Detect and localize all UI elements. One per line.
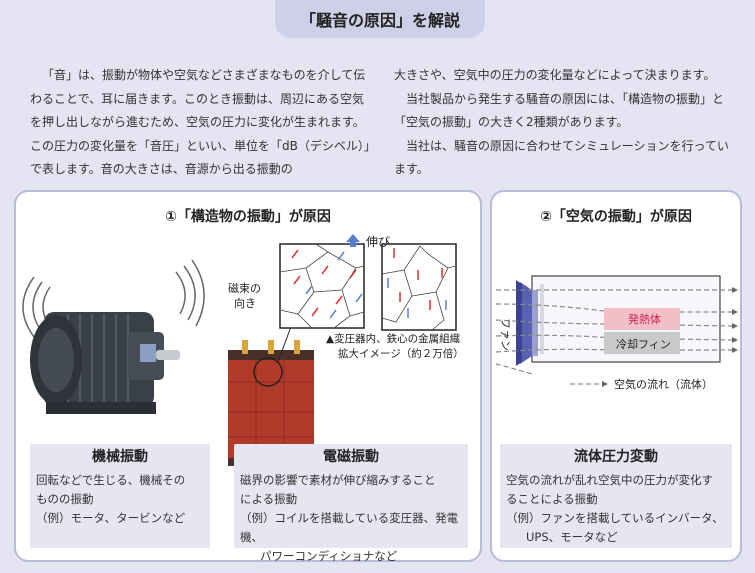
- electromagnetic-vibration-example-1: （例）コイルを搭載している変圧器、発電機、: [240, 511, 459, 544]
- heat-source-label: 発熱体: [628, 312, 661, 326]
- electromagnetic-vibration-card: 電磁振動 磁界の影響で素材が伸び縮みすること による振動 （例）コイルを搭載して…: [234, 444, 468, 563]
- panel2-title: ②「空気の振動」が原因: [540, 209, 692, 225]
- micrograph-caption-line1: ▲変圧器内、鉄心の金属組織: [326, 332, 461, 345]
- panel1-title: ①「構造物の振動」が原因: [165, 209, 331, 225]
- flow-legend-arrowhead: [602, 381, 608, 387]
- mechanical-vibration-desc-1: 回転などで生じる、機械その: [36, 473, 186, 487]
- intro-right-text-2: 当社製品から発生する騒音の原因には、「構造物の振動」と「空気の振動」の大きく2種…: [394, 91, 725, 130]
- electromagnetic-vibration-title: 電磁振動: [323, 449, 379, 465]
- motor-image: [30, 312, 180, 414]
- fluid-pressure-title: 流体圧力変動: [574, 449, 658, 465]
- stretch-arrow-icon: [346, 234, 360, 247]
- electromagnetic-vibration-desc-2: による振動: [240, 492, 298, 506]
- fan-icon: [516, 280, 538, 366]
- fan-label: ファン: [499, 318, 512, 351]
- flux-label-line2: 向き: [234, 296, 256, 310]
- fluid-pressure-example-1: （例）ファンを搭載しているインバータ、: [506, 511, 724, 525]
- heat-source-block: [604, 308, 680, 330]
- air-flow-illustration: 発熱体 冷却フィン ファン 空気の流れ（流体）: [495, 275, 738, 391]
- mechanical-vibration-card: 機械振動 回転などで生じる、機械その ものの振動 （例）モータ、タービンなど: [30, 444, 210, 548]
- fluid-pressure-desc-2: ることによる振動: [506, 492, 598, 506]
- flux-label-line1: 磁束の: [228, 282, 261, 295]
- cooling-fin-block: [604, 332, 680, 354]
- flow-arrowheads: [732, 287, 738, 353]
- flow-legend-label: 空気の流れ（流体）: [614, 377, 713, 391]
- electromagnetic-vibration-desc-1: 磁界の影響で素材が伸び縮みすること: [240, 473, 436, 487]
- fluid-pressure-example-2: UPS、モータなど: [526, 530, 618, 544]
- mechanical-vibration-example: （例）モータ、タービンなど: [36, 511, 186, 525]
- metal-grain-image-2: [381, 243, 457, 331]
- page-title: 「騒音の原因」を解説: [275, 0, 485, 38]
- micrograph-caption-line2: 拡大イメージ（約２万倍）: [338, 347, 464, 360]
- air-vibration-panel: ②「空気の振動」が原因 発熱体 冷却フィン ファン 空気の流れ（: [490, 190, 742, 562]
- intro-right-text-3: 当社は、騒音の原因に合わせてシミュレーションを行っています。: [394, 138, 729, 177]
- electromagnetic-vibration-example-2: パワーコンディショナなど: [260, 549, 398, 563]
- fluid-pressure-card: 流体圧力変動 空気の流れが乱れ空気中の圧力が変化す ることによる振動 （例）ファ…: [500, 444, 732, 548]
- cooling-fin-label: 冷却フィン: [616, 338, 671, 351]
- mechanical-vibration-desc-2: ものの振動: [36, 492, 94, 506]
- intro-left-text: 「音」は、振動が物体や空気などさまざまなものを介して伝わることで、耳に届きます。…: [30, 68, 370, 176]
- metal-grain-image-1: [279, 243, 365, 329]
- intro-right-text-1: 大きさや、空気中の圧力の変化量などによって決まります。: [394, 68, 716, 82]
- structural-vibration-illustration: 伸び 磁束の 向き ▲変圧器内、鉄心の金属組織 拡大イメージ（約２万倍）: [22, 234, 464, 466]
- fluid-pressure-desc-1: 空気の流れが乱れ空気中の圧力が変化す: [506, 473, 713, 487]
- intro-left: 「音」は、振動が物体や空気などさまざまなものを介して伝わることで、耳に届きます。…: [30, 64, 370, 182]
- intro-right: 大きさや、空気中の圧力の変化量などによって決まります。 当社製品から発生する騒音…: [394, 64, 739, 182]
- stretch-label: 伸び: [366, 235, 390, 249]
- structural-vibration-panel: ①「構造物の振動」が原因: [14, 190, 482, 563]
- mechanical-vibration-title: 機械振動: [92, 449, 148, 465]
